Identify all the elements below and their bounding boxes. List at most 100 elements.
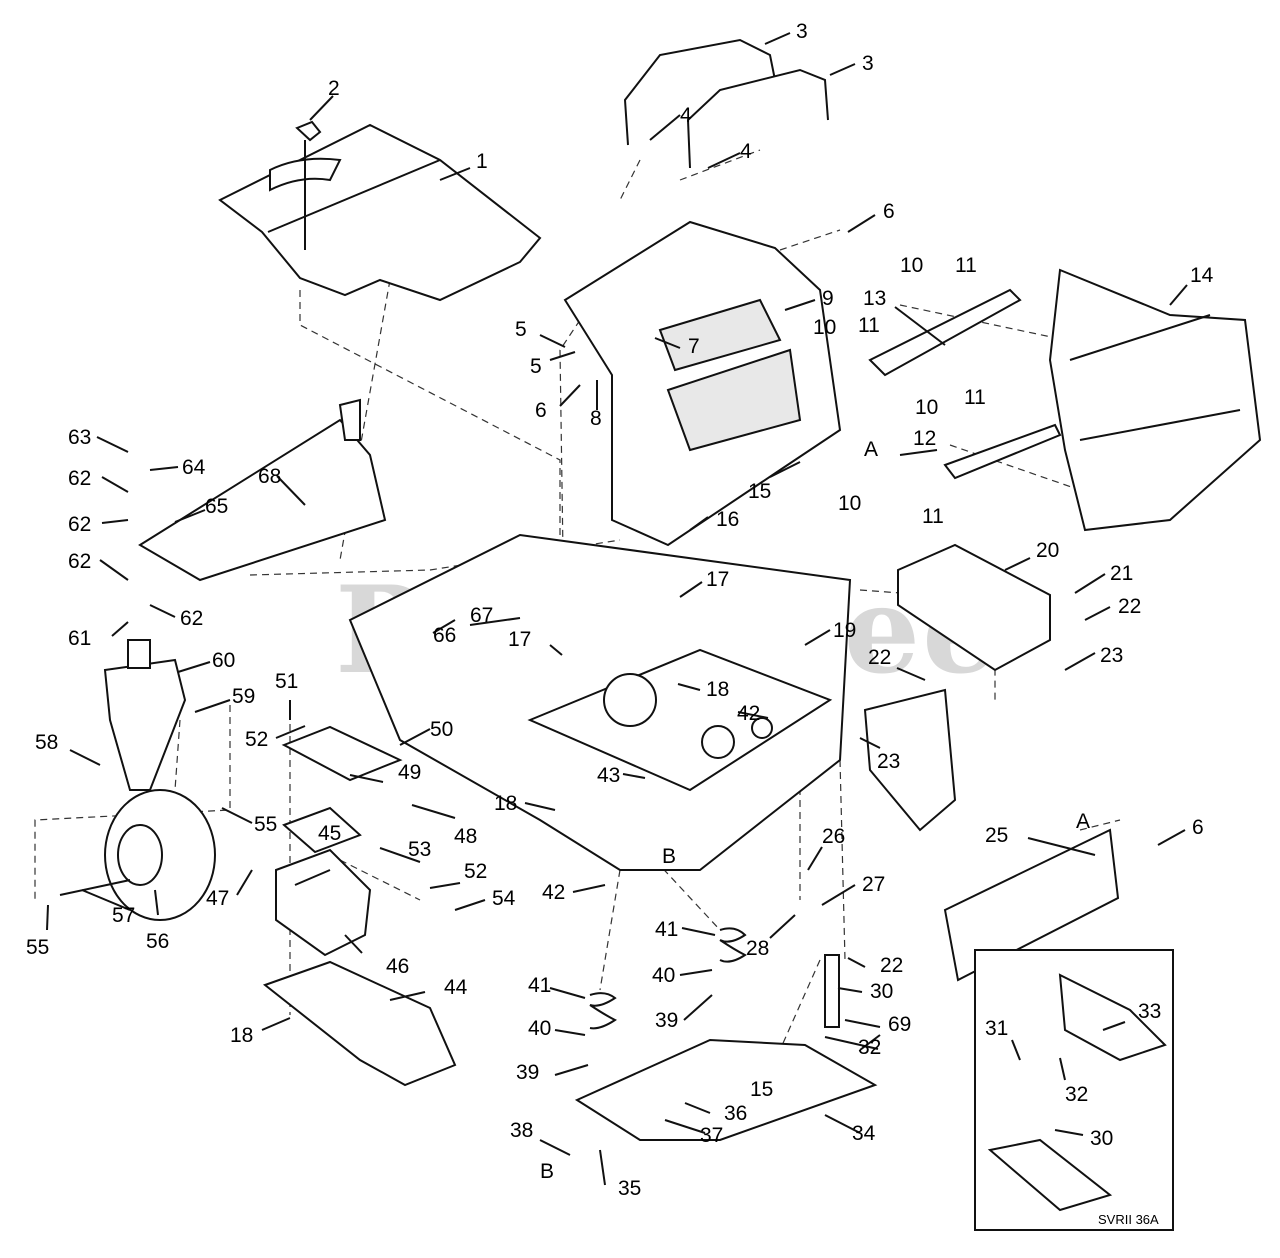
seat-cushion	[1048, 268, 1262, 532]
view-label-b2: B	[540, 1160, 554, 1183]
callout-6c: 6	[1192, 816, 1204, 839]
callout-34: 34	[852, 1122, 876, 1145]
callout-42: 42	[737, 702, 760, 725]
callout-14: 14	[1190, 264, 1214, 287]
callout-7: 7	[688, 335, 700, 358]
control-handles	[623, 38, 829, 169]
callout-10d: 10	[838, 492, 861, 515]
callout-59: 59	[232, 685, 255, 708]
callout-20: 20	[1036, 539, 1059, 562]
view-label-a: A	[864, 438, 878, 461]
callout-32b: 32	[1065, 1083, 1088, 1106]
diagram-code: SVRII 36A	[1098, 1212, 1159, 1227]
callout-52: 52	[245, 728, 268, 751]
callout-39: 39	[655, 1009, 678, 1032]
callout-41b: 41	[528, 974, 551, 997]
callout-62d: 62	[180, 607, 203, 630]
callout-51: 51	[275, 670, 298, 693]
console-tower	[563, 220, 842, 547]
callout-11d: 11	[922, 505, 944, 528]
callout-36: 36	[724, 1102, 747, 1125]
callout-53: 53	[408, 838, 431, 861]
callout-52b: 52	[464, 860, 487, 883]
callout-31: 31	[985, 1017, 1008, 1040]
callout-11: 11	[955, 254, 977, 277]
callout-69: 69	[888, 1013, 911, 1036]
callout-6: 6	[883, 200, 895, 223]
callout-5b: 5	[530, 355, 542, 378]
callout-47: 47	[206, 887, 229, 910]
callout-66: 66	[433, 624, 456, 647]
callout-30: 30	[870, 980, 893, 1003]
callout-48: 48	[454, 825, 477, 848]
callout-45: 45	[318, 822, 341, 845]
callout-46: 46	[386, 955, 409, 978]
callout-40: 40	[652, 964, 675, 987]
seat-brackets	[868, 288, 1062, 480]
side-plate	[863, 688, 957, 832]
callout-10: 10	[900, 254, 923, 277]
callout-15: 15	[748, 480, 771, 503]
callout-32: 32	[858, 1036, 881, 1059]
callout-16: 16	[716, 508, 739, 531]
callout-3: 3	[796, 20, 808, 43]
floor-pan	[218, 123, 542, 302]
callout-61: 61	[68, 627, 91, 650]
callout-44: 44	[444, 976, 468, 999]
battery-tray	[262, 960, 457, 1087]
callout-54: 54	[492, 887, 516, 910]
callout-18c: 18	[230, 1024, 253, 1047]
callout-35: 35	[618, 1177, 641, 1200]
view-label-b: B	[662, 845, 676, 868]
callout-12: 12	[913, 427, 936, 450]
callout-leaders	[46, 32, 1188, 1186]
callout-62: 62	[68, 467, 91, 490]
callout-19: 19	[833, 619, 856, 642]
callout-18b: 18	[494, 792, 517, 815]
decal-plate	[943, 828, 1120, 982]
callout-8: 8	[590, 407, 602, 430]
callout-62b: 62	[68, 513, 91, 536]
caster-arm	[138, 398, 387, 582]
callout-5: 5	[515, 318, 527, 341]
callout-6b: 6	[535, 399, 547, 422]
callout-1: 1	[476, 150, 488, 173]
callout-3b: 3	[862, 52, 874, 75]
callout-10c: 10	[915, 396, 938, 419]
view-label-a2: A	[1076, 810, 1090, 833]
caster-wheel	[59, 789, 216, 921]
callout-38: 38	[510, 1119, 533, 1142]
callout-18: 18	[706, 678, 729, 701]
callout-2: 2	[328, 77, 340, 100]
callout-25: 25	[985, 824, 1008, 847]
callout-11c: 11	[964, 386, 986, 409]
knob-fastener	[295, 120, 322, 250]
pump-cover	[897, 543, 1051, 672]
caster-yoke	[103, 639, 187, 791]
callout-13: 13	[863, 287, 886, 310]
battery-box	[275, 725, 403, 957]
callout-4: 4	[680, 104, 692, 127]
callout-11b: 11	[858, 314, 880, 337]
callout-50: 50	[430, 718, 453, 741]
callout-41: 41	[655, 918, 678, 941]
view-labels: A A B B	[540, 438, 1090, 1183]
callout-17: 17	[706, 568, 729, 591]
callout-22b: 22	[868, 646, 891, 669]
callout-10b: 10	[813, 316, 836, 339]
callout-numbers: 1 2 3 3 4 4 5 5 6 6 6 7 8 9 10 10 10 10 …	[26, 20, 1214, 1200]
callout-57: 57	[112, 904, 135, 927]
detail-inset	[974, 949, 1174, 1231]
callout-56: 56	[146, 930, 169, 953]
callout-65: 65	[205, 495, 228, 518]
callout-23b: 23	[877, 750, 900, 773]
main-frame	[348, 533, 852, 871]
callout-39b: 39	[516, 1061, 539, 1084]
callout-22c: 22	[880, 954, 903, 977]
callout-42b: 42	[542, 881, 565, 904]
callout-67: 67	[470, 604, 493, 627]
callout-22: 22	[1118, 595, 1141, 618]
callout-27: 27	[862, 873, 885, 896]
callout-60: 60	[212, 649, 235, 672]
callout-26: 26	[822, 825, 845, 848]
